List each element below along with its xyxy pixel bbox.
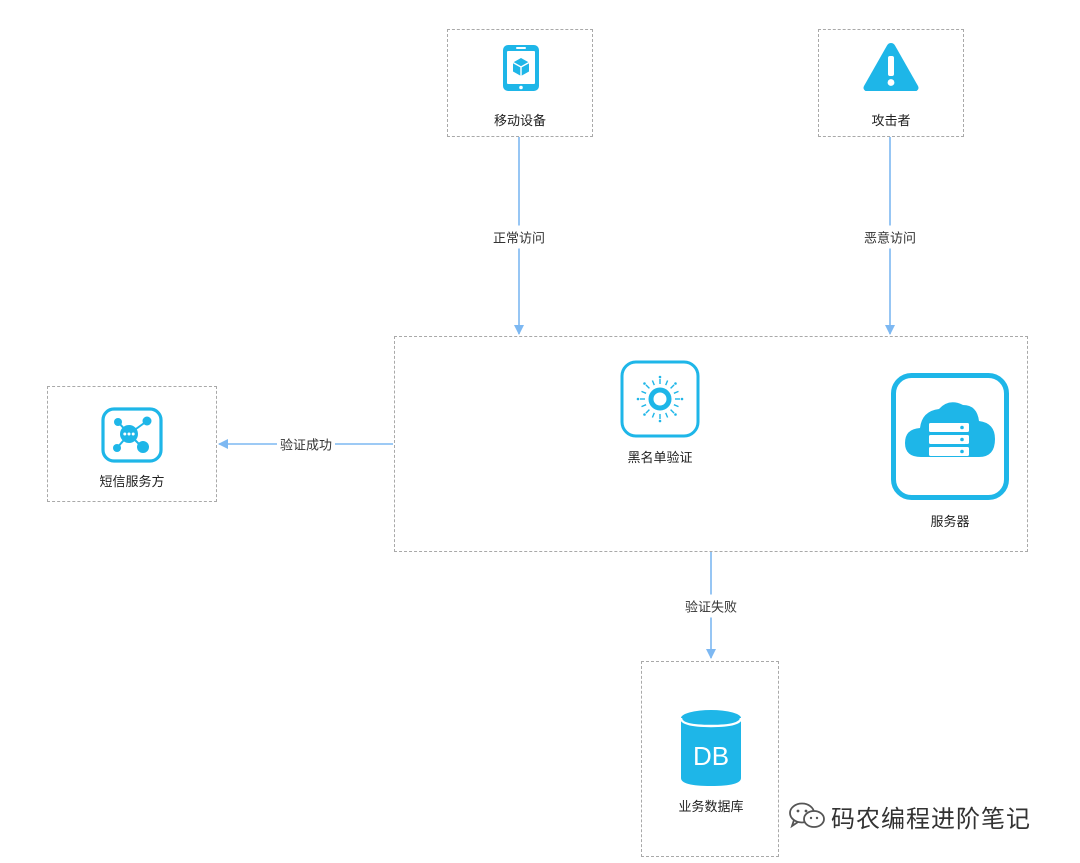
edge-label-normal-access: 正常访问: [489, 225, 549, 249]
node-sms-provider[interactable]: 短信服务方: [47, 386, 217, 502]
node-business-database[interactable]: DB 业务数据库: [641, 661, 779, 857]
node-database-label: 业务数据库: [678, 800, 744, 815]
edge-label-verify-success: 验证成功: [276, 432, 336, 456]
database-icon-text: DB: [693, 741, 729, 771]
node-attacker[interactable]: 攻击者: [818, 29, 964, 137]
node-mobile-device[interactable]: 移动设备: [447, 29, 593, 137]
mobile-phone-icon: [503, 45, 539, 91]
node-blacklist-label: 黑名单验证: [627, 451, 693, 466]
edge-label-verify-fail: 验证失败: [681, 594, 741, 618]
database-icon: DB: [679, 710, 743, 786]
watermark-text: 码农编程进阶笔记: [831, 804, 1031, 833]
node-mobile-device-label: 移动设备: [493, 114, 547, 129]
warning-icon: [863, 43, 919, 91]
node-server-label: 服务器: [930, 515, 970, 530]
node-sms-label: 短信服务方: [99, 475, 165, 490]
edge-label-malicious-access: 恶意访问: [860, 225, 920, 249]
cloud-server-icon: [891, 373, 1009, 500]
watermark: 码农编程进阶笔记: [787, 796, 1031, 836]
blacklist-ring-icon: [620, 360, 700, 438]
group-server-side[interactable]: 黑名单验证 服务器: [394, 336, 1028, 552]
node-attacker-label: 攻击者: [871, 114, 911, 129]
sms-chat-icon: [101, 407, 163, 463]
wechat-icon: [789, 802, 825, 829]
